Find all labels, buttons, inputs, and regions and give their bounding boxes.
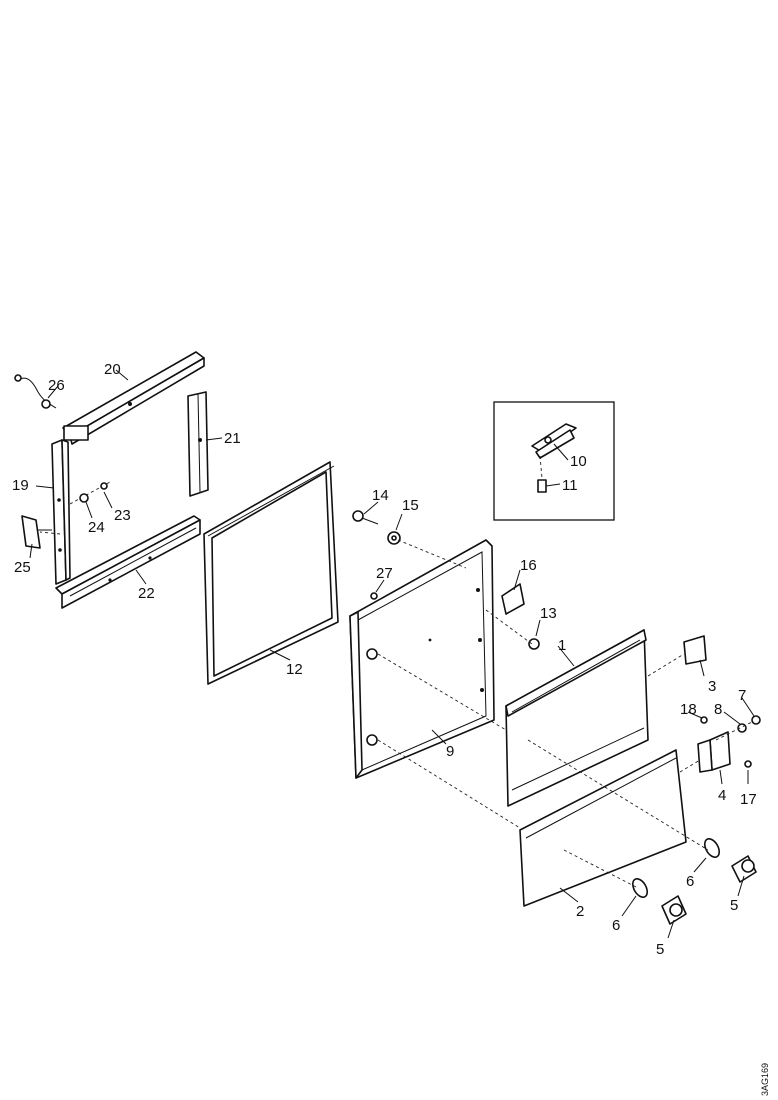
callout-26: 26 xyxy=(48,377,65,394)
callout-24: 24 xyxy=(88,519,105,536)
callout-3: 3 xyxy=(708,678,716,695)
inset-box xyxy=(493,401,615,521)
bushing-6-right xyxy=(703,838,721,858)
hinge-bracket-16 xyxy=(501,583,525,615)
screw-11 xyxy=(537,455,547,493)
callout-6-right: 6 xyxy=(686,873,694,890)
callout-19: 19 xyxy=(12,477,29,494)
hinge-block-4 xyxy=(697,731,731,773)
callout-22: 22 xyxy=(138,585,155,602)
callout-5-right: 5 xyxy=(730,897,738,914)
callout-21: 21 xyxy=(224,430,241,447)
callout-23: 23 xyxy=(114,507,131,524)
callout-labels: 26 20 21 19 23 24 25 22 12 14 15 27 16 1… xyxy=(12,361,757,958)
callout-7: 7 xyxy=(738,687,746,704)
top-rail-20 xyxy=(62,351,205,445)
hinge-plate-3 xyxy=(683,635,707,665)
door-gasket-12 xyxy=(203,461,339,685)
callout-10: 10 xyxy=(570,453,587,470)
screws-23-24 xyxy=(69,481,111,505)
side-rail-19 xyxy=(51,439,71,585)
callout-5-left: 5 xyxy=(656,941,664,958)
outer-panel-2 xyxy=(519,749,687,907)
screw-14 xyxy=(352,510,379,525)
bushing-6-left xyxy=(631,878,649,898)
explode-lines xyxy=(39,531,753,889)
callout-6-left: 6 xyxy=(612,917,620,934)
callout-4: 4 xyxy=(718,787,726,804)
screw-18 xyxy=(700,716,708,724)
callout-13: 13 xyxy=(540,605,557,622)
leader-lines xyxy=(29,369,755,939)
screw-13 xyxy=(528,638,540,650)
drawing-id: 3AG169 xyxy=(760,1063,770,1096)
callout-16: 16 xyxy=(520,557,537,574)
inner-panel-9 xyxy=(349,539,495,779)
callout-27: 27 xyxy=(376,565,393,582)
clip-25 xyxy=(21,515,52,549)
screw-17 xyxy=(744,760,752,768)
knob-5-left xyxy=(661,895,687,925)
callout-12: 12 xyxy=(286,661,303,678)
callout-2: 2 xyxy=(576,903,584,920)
hinge-part-10 xyxy=(531,423,577,459)
callout-9: 9 xyxy=(446,743,454,760)
knob-5-right xyxy=(731,855,757,883)
callout-18: 18 xyxy=(680,701,697,718)
callout-8: 8 xyxy=(714,701,722,718)
callout-11: 11 xyxy=(562,477,578,494)
callout-17: 17 xyxy=(740,791,757,808)
bracket-21 xyxy=(187,391,209,497)
callout-25: 25 xyxy=(14,559,31,576)
screw-7 xyxy=(751,715,761,725)
clip-27 xyxy=(370,592,378,600)
callout-14: 14 xyxy=(372,487,389,504)
callout-15: 15 xyxy=(402,497,419,514)
wire-26 xyxy=(14,374,57,409)
glass-panel-1 xyxy=(505,629,649,807)
bottom-rail-22 xyxy=(55,515,201,609)
callout-1: 1 xyxy=(558,637,566,654)
callout-20: 20 xyxy=(104,361,121,378)
washer-15 xyxy=(387,531,401,545)
